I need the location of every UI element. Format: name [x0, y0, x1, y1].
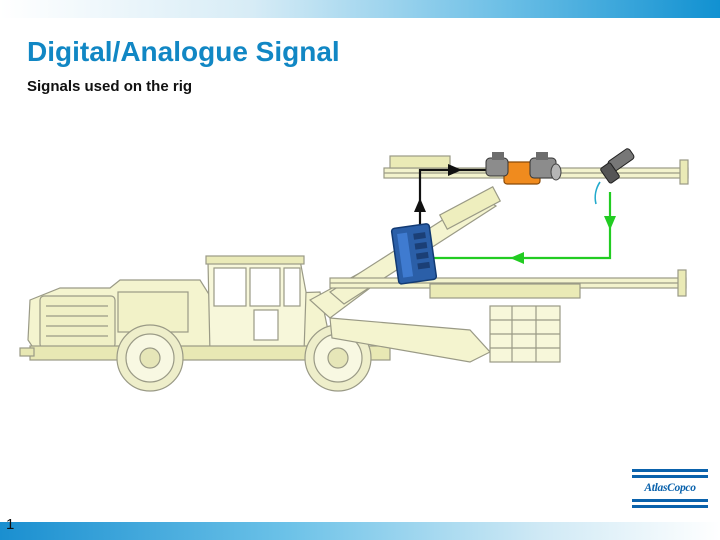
slide-subtitle: Signals used on the rig: [27, 78, 193, 95]
logo-wordmark: AtlasCopco: [632, 481, 708, 495]
arrow-icon: [604, 216, 616, 230]
analogue-signal-line: [432, 192, 612, 260]
atlas-copco-logo: AtlasCopco: [632, 469, 708, 509]
page-number: 1: [6, 516, 15, 533]
arrow-icon: [414, 198, 426, 212]
signal-wiring: [414, 164, 616, 264]
arrow-icon: [510, 252, 524, 264]
sensor-icon: [594, 148, 635, 205]
control-module-icon: [390, 223, 438, 285]
drill-rig-illustration: [19, 155, 689, 392]
top-gradient-bar: [0, 0, 720, 18]
logo-stripes-icon: [632, 469, 708, 508]
arrow-icon: [448, 164, 462, 176]
proportional-valve-icon: [485, 152, 562, 185]
slide-title: Digital/Analogue Signal: [27, 36, 340, 67]
bottom-gradient-bar: [0, 522, 720, 540]
